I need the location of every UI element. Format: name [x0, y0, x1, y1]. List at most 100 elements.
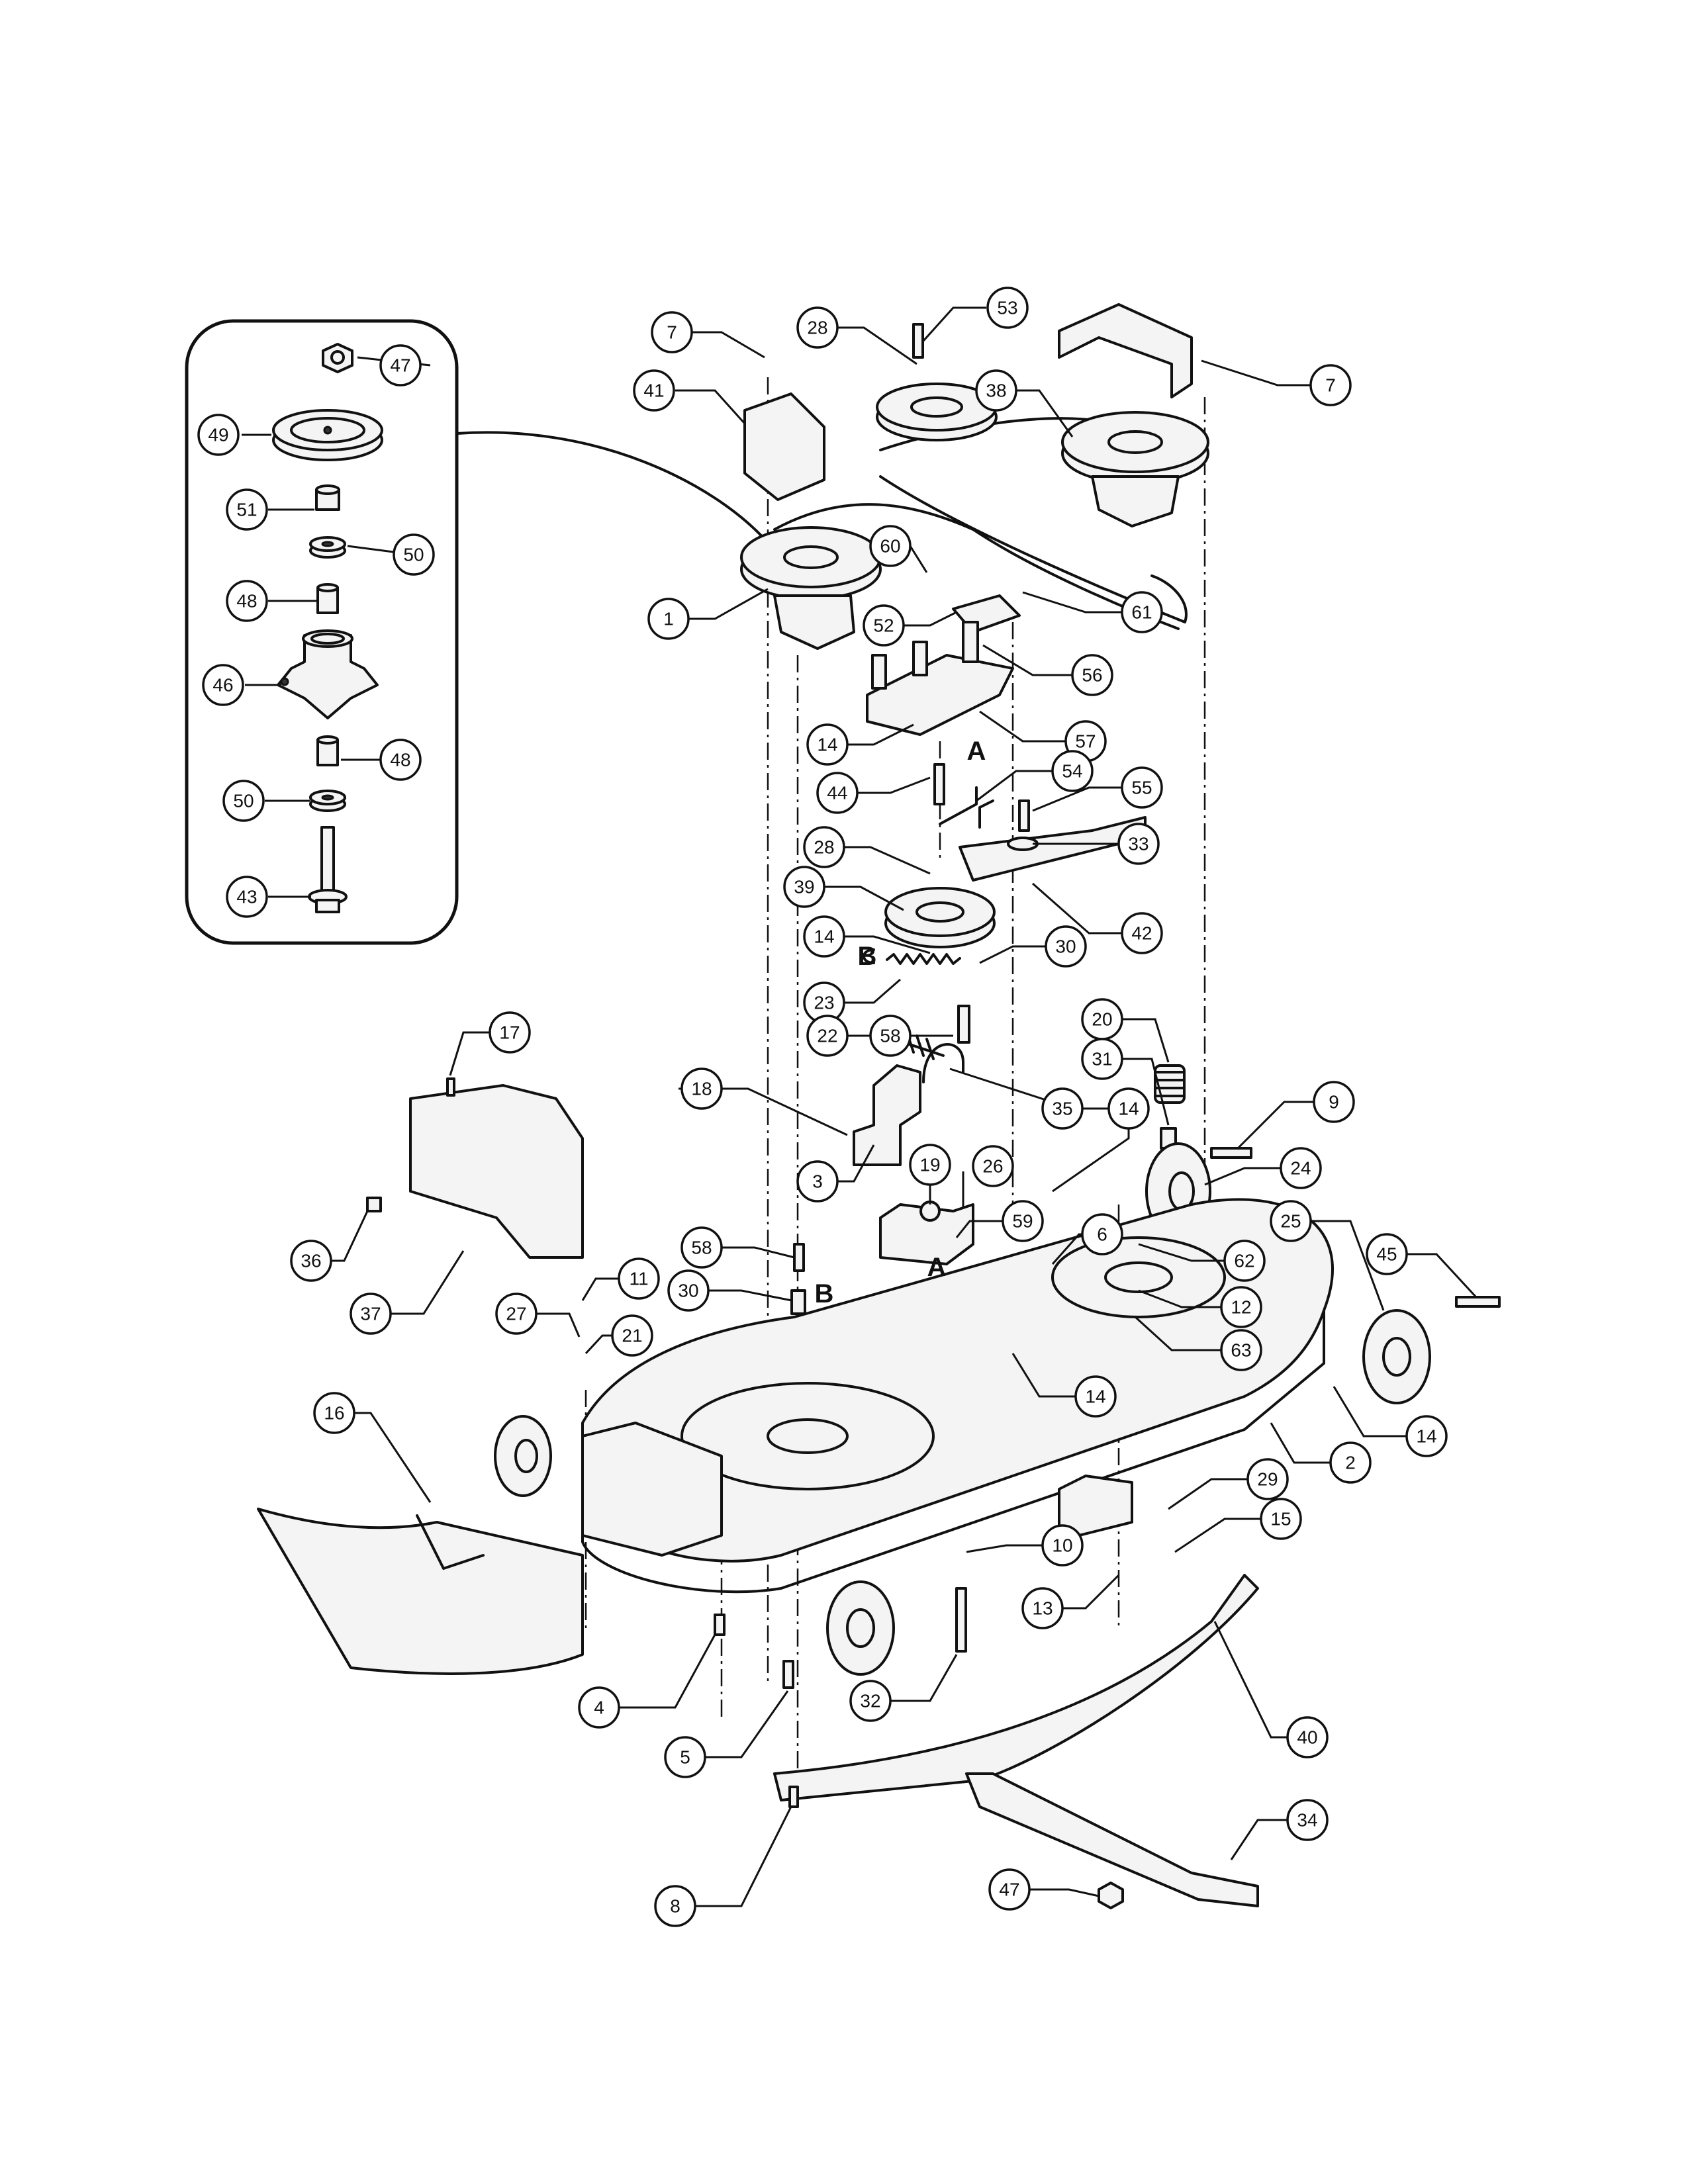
svg-text:59: 59	[1012, 1211, 1033, 1232]
callout-25: 25	[1270, 1200, 1312, 1242]
bolt-55	[1018, 799, 1030, 832]
wheel-bolt-9	[1210, 1147, 1252, 1159]
inset-spacer-51	[315, 484, 340, 511]
callout-51: 51	[226, 488, 268, 531]
callout-15: 15	[1260, 1498, 1302, 1540]
svg-text:63: 63	[1231, 1340, 1251, 1361]
svg-text:47: 47	[390, 355, 410, 376]
callout-28b: 28	[803, 826, 845, 868]
svg-text:10: 10	[1052, 1535, 1072, 1556]
svg-text:5: 5	[680, 1747, 690, 1768]
callout-37: 37	[350, 1293, 392, 1335]
blade-34	[965, 1772, 1259, 1907]
callout-50a: 50	[393, 533, 435, 576]
svg-text:46: 46	[212, 675, 233, 696]
mower-deck-2	[581, 1198, 1334, 1594]
inset-bearing-50b	[309, 790, 346, 812]
blade-nut-47	[1098, 1882, 1124, 1909]
svg-text:50: 50	[403, 545, 424, 565]
svg-text:37: 37	[360, 1304, 381, 1324]
callouts: 47 49 51 50 48 46 48 50 43 7 41 28 53 7 …	[197, 287, 1448, 1927]
svg-text:14: 14	[817, 735, 837, 755]
idler-bracket-57	[866, 641, 1014, 736]
callout-58b: 58	[680, 1226, 723, 1269]
svg-text:9: 9	[1329, 1092, 1339, 1113]
svg-text:45: 45	[1376, 1244, 1397, 1265]
spacer-56	[962, 621, 979, 663]
svg-text:18: 18	[691, 1079, 712, 1099]
inset-spacer-48b	[316, 735, 339, 766]
svg-text:12: 12	[1231, 1297, 1251, 1318]
callout-16: 16	[313, 1392, 355, 1434]
svg-text:54: 54	[1062, 761, 1082, 782]
spindle-pulley-left-1	[740, 526, 882, 650]
callout-1: 1	[647, 598, 690, 640]
callout-22: 22	[806, 1015, 849, 1057]
svg-text:19: 19	[919, 1155, 940, 1175]
svg-text:58: 58	[691, 1238, 712, 1258]
bolt-58b	[793, 1243, 805, 1272]
callout-6: 6	[1081, 1213, 1123, 1255]
svg-text:7: 7	[667, 322, 677, 343]
callout-27: 27	[495, 1293, 538, 1335]
bolt-32	[955, 1587, 967, 1653]
callout-14d: 14	[1074, 1375, 1117, 1418]
svg-text:27: 27	[506, 1304, 526, 1324]
svg-text:11: 11	[629, 1269, 648, 1289]
callout-54: 54	[1051, 750, 1094, 792]
svg-text:38: 38	[986, 381, 1006, 401]
svg-text:30: 30	[678, 1281, 698, 1301]
callout-28a: 28	[796, 306, 839, 349]
callout-14c: 14	[1107, 1087, 1150, 1130]
callout-52: 52	[863, 604, 905, 647]
spacer-30	[790, 1289, 806, 1315]
svg-text:25: 25	[1280, 1211, 1301, 1232]
callout-8: 8	[654, 1885, 696, 1927]
discharge-chute-16	[257, 1508, 584, 1675]
callout-17: 17	[489, 1011, 531, 1054]
reference-letters: A B A B	[815, 737, 986, 1308]
svg-text:48: 48	[390, 750, 410, 770]
bolt-44	[933, 763, 945, 805]
svg-text:24: 24	[1290, 1158, 1311, 1179]
svg-text:30: 30	[1055, 936, 1076, 957]
ref-letter-b-bottom: B	[815, 1279, 834, 1308]
svg-text:62: 62	[1234, 1251, 1254, 1271]
callout-47a: 47	[379, 344, 422, 387]
baffle-40	[773, 1574, 1259, 1801]
callout-11: 11	[618, 1257, 660, 1300]
inset-spacer-48a	[316, 583, 339, 614]
bolt-58a	[957, 1005, 970, 1044]
callout-42: 42	[1121, 912, 1163, 954]
rod-54	[939, 786, 978, 825]
svg-text:2: 2	[1345, 1453, 1356, 1473]
svg-text:14: 14	[814, 927, 834, 947]
inset-connector-line	[455, 431, 769, 544]
svg-text:56: 56	[1082, 665, 1102, 686]
callout-24: 24	[1280, 1147, 1322, 1189]
discharge-housing	[581, 1422, 723, 1557]
svg-text:17: 17	[499, 1023, 520, 1043]
callout-63: 63	[1220, 1329, 1262, 1371]
callout-3: 3	[796, 1160, 839, 1203]
callout-31: 31	[1081, 1038, 1123, 1080]
svg-text:6: 6	[1097, 1224, 1107, 1245]
belt-cover-right	[1058, 303, 1193, 398]
callout-7b: 7	[1309, 364, 1352, 406]
ref-letter-a-top: A	[967, 737, 986, 766]
callout-leaders	[242, 306, 1477, 1907]
svg-text:32: 32	[860, 1691, 880, 1711]
callout-38: 38	[975, 369, 1017, 412]
svg-text:34: 34	[1297, 1810, 1317, 1831]
adjuster-20	[1154, 1064, 1186, 1104]
callout-49: 49	[197, 414, 240, 456]
callout-20: 20	[1081, 998, 1123, 1040]
inset-shaft-43	[308, 826, 348, 913]
inset-bearing-50a	[309, 536, 346, 559]
svg-text:23: 23	[814, 993, 834, 1013]
callout-60: 60	[869, 525, 912, 567]
callout-10: 10	[1041, 1524, 1084, 1567]
callout-14e: 14	[1405, 1415, 1448, 1457]
svg-text:13: 13	[1032, 1598, 1053, 1619]
callout-12: 12	[1220, 1286, 1262, 1328]
